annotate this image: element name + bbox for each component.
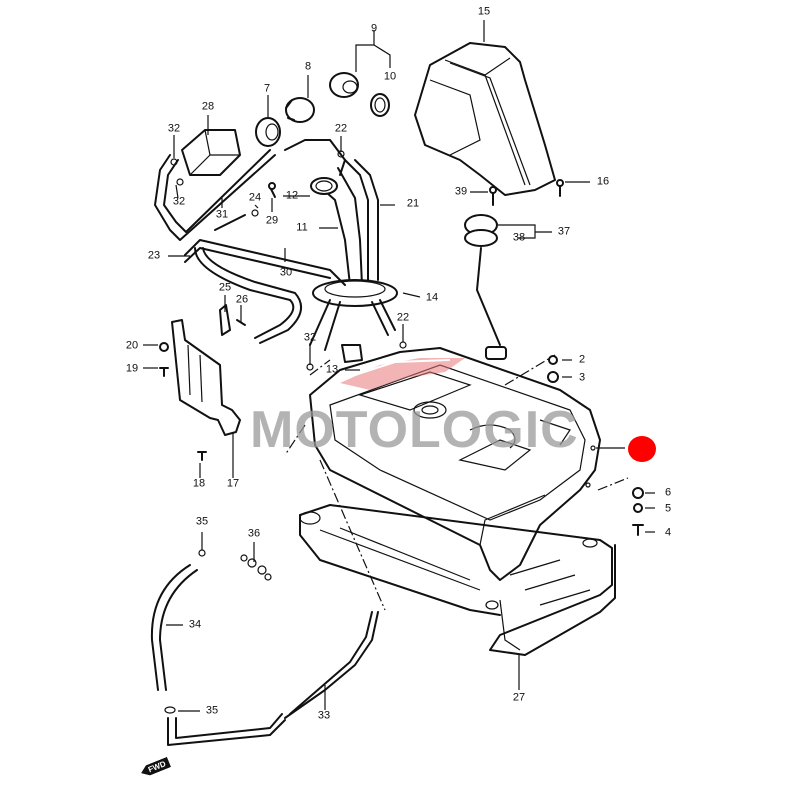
callout-37: 37 [557, 225, 571, 238]
callout-33: 33 [317, 709, 331, 722]
callout-15: 15 [477, 5, 491, 18]
callout-11: 11 [296, 221, 308, 234]
callout-27: 27 [512, 691, 526, 704]
callout-32-lower: 32 [303, 331, 317, 344]
callout-5: 5 [664, 502, 672, 515]
cover-15 [414, 42, 556, 196]
callout-20: 20 [125, 339, 139, 352]
brand-logo-swoosh [340, 358, 465, 390]
callout-30: 30 [279, 266, 293, 279]
callout-34: 34 [188, 618, 202, 631]
callout-2: 2 [578, 353, 586, 366]
callout-3: 3 [578, 371, 586, 384]
leader-lines [143, 20, 655, 712]
callout-29: 29 [265, 214, 279, 227]
callout-10: 10 [383, 70, 397, 83]
red-highlight-marker [628, 436, 656, 462]
fuel-gauge-unit [464, 214, 507, 360]
callout-23: 23 [147, 249, 161, 262]
callout-4: 4 [664, 526, 672, 539]
callout-32-upper: 32 [167, 122, 181, 135]
callout-17: 17 [226, 477, 240, 490]
callout-14: 14 [425, 291, 439, 304]
callout-28: 28 [201, 100, 215, 113]
callout-8: 8 [304, 60, 312, 73]
callout-21: 21 [406, 197, 420, 210]
callout-16: 16 [596, 175, 610, 188]
callout-12: 12 [285, 189, 299, 202]
callout-19: 19 [125, 362, 139, 375]
hose-34 [150, 564, 191, 691]
callout-13: 13 [325, 363, 339, 376]
callout-22-upper: 22 [334, 122, 348, 135]
fuel-tank [309, 347, 601, 581]
callout-9: 9 [370, 22, 378, 35]
charcoal-canister [181, 129, 241, 176]
watermark-text: MOTOLOGIC [250, 401, 579, 459]
hose-30 [184, 239, 346, 286]
callout-39: 39 [454, 185, 468, 198]
bracket-17 [171, 319, 241, 436]
clamp-36 [240, 554, 272, 581]
callout-25: 25 [218, 281, 232, 294]
callout-7: 7 [263, 82, 271, 95]
callout-18: 18 [192, 477, 206, 490]
callout-31: 31 [215, 208, 229, 221]
callout-38: 38 [512, 231, 526, 244]
callout-32-middle: 32 [172, 195, 186, 208]
callout-6: 6 [664, 486, 672, 499]
callout-24: 24 [248, 191, 262, 204]
callout-35-lower: 35 [205, 704, 219, 717]
callout-22-lower: 22 [396, 311, 410, 324]
grommet-14 [309, 279, 398, 351]
tank-guard [299, 504, 616, 656]
cap-parts [255, 72, 390, 147]
callout-36: 36 [247, 527, 261, 540]
hose-21 [344, 159, 369, 281]
callout-26: 26 [235, 293, 249, 306]
hose-33 [167, 611, 379, 746]
callout-35-upper: 35 [195, 515, 209, 528]
